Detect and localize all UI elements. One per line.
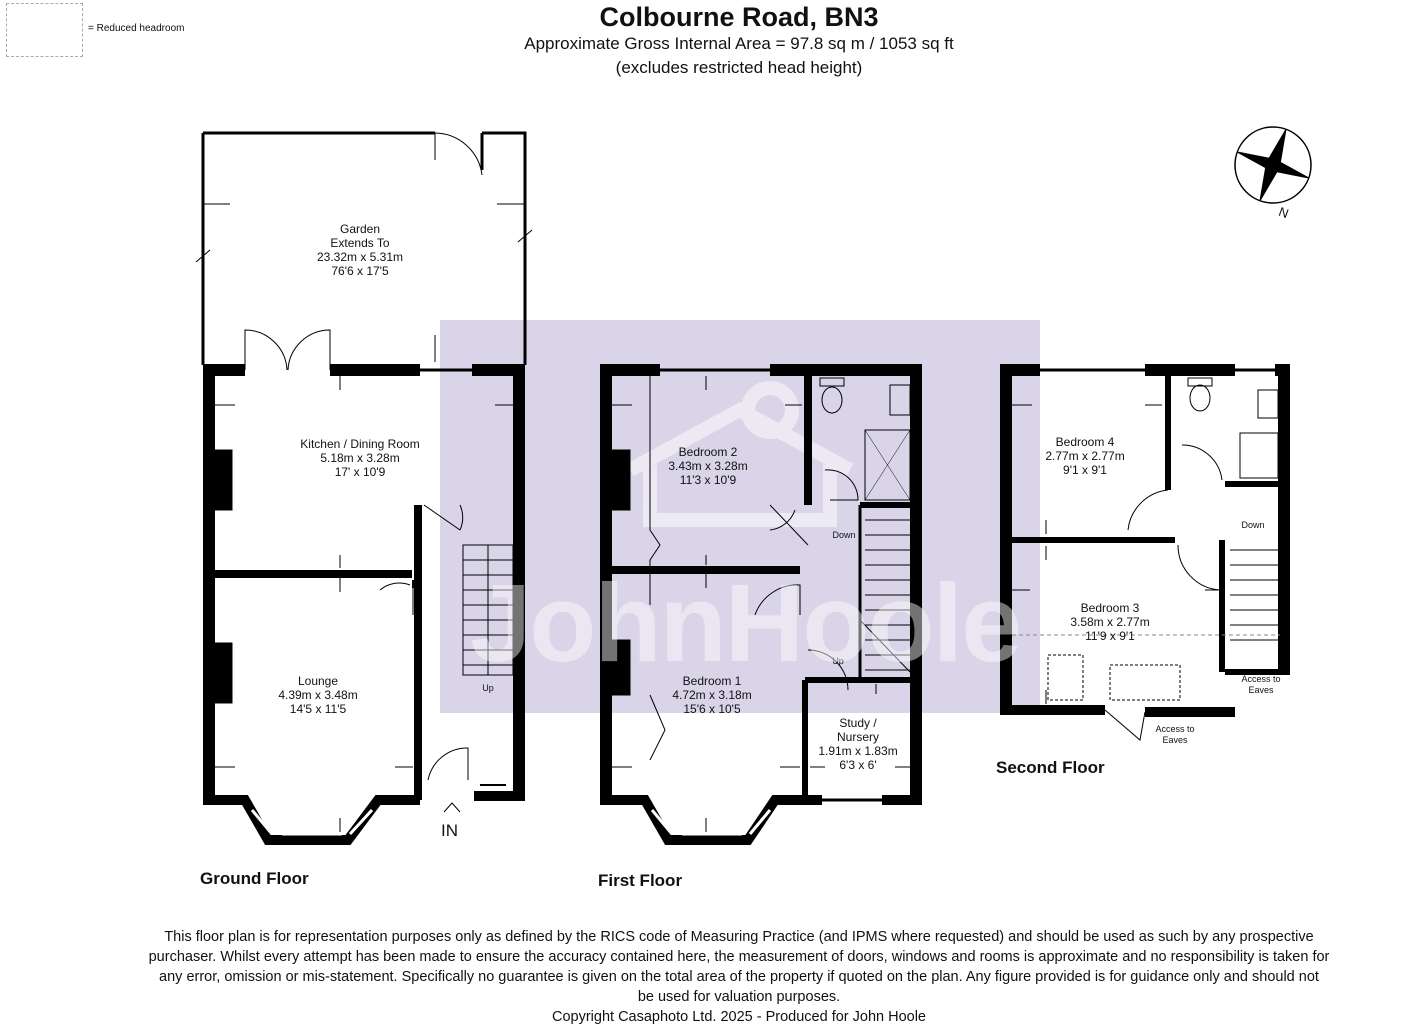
room-imperial: 9'1 x 9'1 bbox=[1063, 463, 1107, 477]
disclaimer-line: any error, omission or mis-statement. Sp… bbox=[159, 969, 1319, 985]
ground-floor-label: Ground Floor bbox=[200, 869, 309, 888]
room-name: Study / bbox=[839, 716, 877, 730]
room-metric: 1.91m x 1.83m bbox=[818, 744, 898, 758]
room-imperial: 6'3 x 6' bbox=[839, 758, 877, 772]
room-imperial: 11'9 x 9'1 bbox=[1085, 629, 1135, 643]
gross-area: Approximate Gross Internal Area = 97.8 s… bbox=[524, 34, 954, 53]
legend-label: = Reduced headroom bbox=[88, 23, 185, 34]
room-bedroom-2: Bedroom 2 3.43m x 3.28m 11'3 x 10'9 bbox=[648, 445, 768, 487]
watermark-text: JohnHoole bbox=[470, 562, 1022, 685]
access-to-eaves-label: Access to Eaves bbox=[1155, 724, 1195, 745]
room-metric: 2.77m x 2.77m bbox=[1045, 449, 1125, 463]
room-name: Bedroom 3 bbox=[1080, 601, 1140, 615]
room-imperial: 11'3 x 10'9 bbox=[679, 473, 737, 487]
area-note: (excludes restricted head height) bbox=[615, 58, 863, 77]
room-metric: 3.58m x 2.77m bbox=[1070, 615, 1150, 629]
compass-rose bbox=[1234, 126, 1312, 204]
room-garden: Garden Extends To 23.32m x 5.31m 76'6 x … bbox=[290, 222, 430, 278]
room-metric: 4.39m x 3.48m bbox=[278, 688, 358, 702]
copyright: Copyright Casaphoto Ltd. 2025 - Produced… bbox=[551, 1009, 926, 1025]
room-name: Kitchen / Dining Room bbox=[300, 437, 420, 451]
room-name: Lounge bbox=[297, 674, 339, 688]
reduced-headroom-swatch bbox=[6, 3, 83, 57]
stairs-down-label: Down bbox=[1241, 520, 1265, 530]
room-name: Garden bbox=[339, 222, 381, 236]
room-imperial: 15'6 x 10'5 bbox=[683, 702, 741, 716]
disclaimer-line: purchaser. Whilst every attempt has been… bbox=[148, 949, 1330, 965]
room-note: Extends To bbox=[330, 236, 390, 250]
room-metric: 5.18m x 3.28m bbox=[320, 451, 400, 465]
room-metric: 4.72m x 3.18m bbox=[672, 688, 752, 702]
page-title: Colbourne Road, BN3 bbox=[599, 2, 879, 32]
room-imperial: 14'5 x 11'5 bbox=[289, 702, 347, 716]
disclaimer-line: be used for valuation purposes. bbox=[637, 989, 841, 1005]
room-name: Bedroom 4 bbox=[1055, 435, 1115, 449]
room-study-nursery: Study / Nursery 1.91m x 1.83m 6'3 x 6' bbox=[808, 716, 908, 772]
room-imperial: 17' x 10'9 bbox=[334, 465, 386, 479]
room-name: Bedroom 1 bbox=[682, 674, 742, 688]
entrance-label: IN bbox=[441, 821, 458, 840]
stairs-up-label: Up bbox=[832, 656, 844, 666]
room-imperial: 76'6 x 17'5 bbox=[331, 264, 389, 278]
disclaimer: This floor plan is for representation pu… bbox=[80, 927, 1398, 1027]
stairs-up-label: Up bbox=[482, 683, 494, 693]
room-name: Bedroom 2 bbox=[678, 445, 738, 459]
room-kitchen-dining: Kitchen / Dining Room 5.18m x 3.28m 17' … bbox=[280, 437, 440, 479]
second-floor-label: Second Floor bbox=[996, 758, 1105, 777]
room-bedroom-1: Bedroom 1 4.72m x 3.18m 15'6 x 10'5 bbox=[652, 674, 772, 716]
stairs-down-label: Down bbox=[832, 530, 856, 540]
room-name: Nursery bbox=[836, 730, 879, 744]
ground-floor-plan bbox=[195, 131, 533, 845]
room-bedroom-4: Bedroom 4 2.77m x 2.77m 9'1 x 9'1 bbox=[1030, 435, 1140, 477]
first-floor-label: First Floor bbox=[598, 871, 683, 890]
access-to-eaves-label: Access to Eaves bbox=[1241, 674, 1281, 695]
room-lounge: Lounge 4.39m x 3.48m 14'5 x 11'5 bbox=[258, 674, 378, 716]
second-floor-plan bbox=[1000, 364, 1290, 741]
disclaimer-line: This floor plan is for representation pu… bbox=[164, 929, 1314, 945]
room-metric: 23.32m x 5.31m bbox=[316, 250, 404, 264]
room-bedroom-3: Bedroom 3 3.58m x 2.77m 11'9 x 9'1 bbox=[1050, 601, 1170, 643]
room-metric: 3.43m x 3.28m bbox=[668, 459, 748, 473]
first-floor-plan bbox=[600, 364, 922, 845]
